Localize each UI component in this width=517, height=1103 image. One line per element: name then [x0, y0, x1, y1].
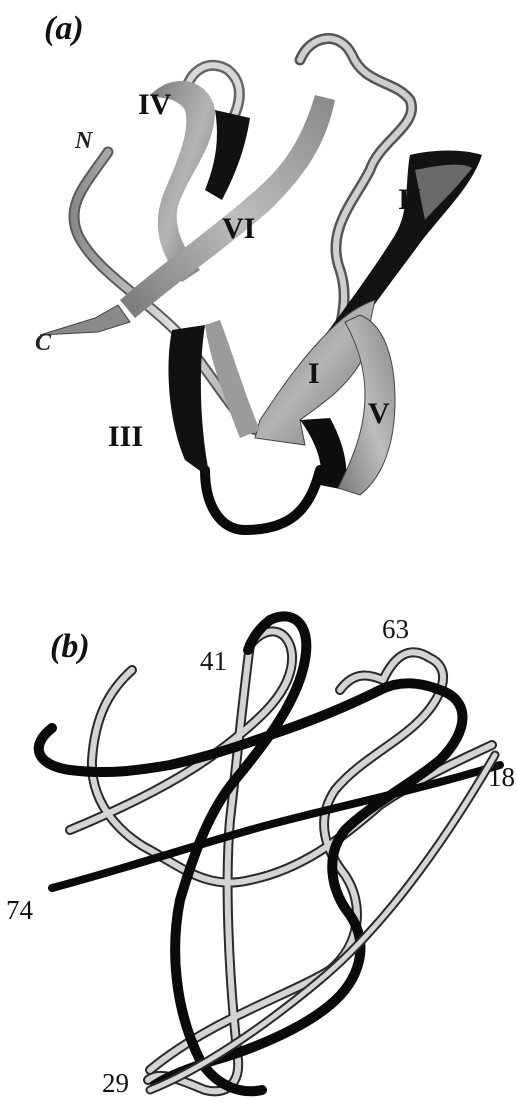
c-terminal-arrow: [40, 305, 130, 335]
panel-label-b: (b): [50, 628, 90, 666]
strand-iii: [168, 325, 210, 478]
panel-b-backbone-overlay: (b) 41 63 18 74 29: [0, 550, 517, 1103]
strand-label-ii: II: [398, 183, 421, 217]
panel-a-ribbon-diagram: (a) N C I II III IV V VI: [0, 0, 517, 550]
strand-label-i: I: [308, 357, 320, 391]
residue-label-41: 41: [200, 646, 227, 677]
strand-label-iii: III: [108, 420, 143, 454]
residue-label-74: 74: [6, 895, 33, 926]
ribbon-structure-graphic: [0, 0, 517, 550]
panel-label-a: (a): [44, 10, 84, 48]
residue-label-18: 18: [488, 762, 515, 793]
strand-label-v: V: [368, 397, 390, 431]
n-terminus-label: N: [75, 128, 92, 155]
strand-label-iv: IV: [138, 88, 171, 122]
residue-label-29: 29: [102, 1068, 129, 1099]
strand-label-vi: VI: [222, 212, 255, 246]
c-terminus-label: C: [35, 330, 51, 357]
bottom-loop: [205, 470, 320, 530]
residue-label-63: 63: [382, 614, 409, 645]
